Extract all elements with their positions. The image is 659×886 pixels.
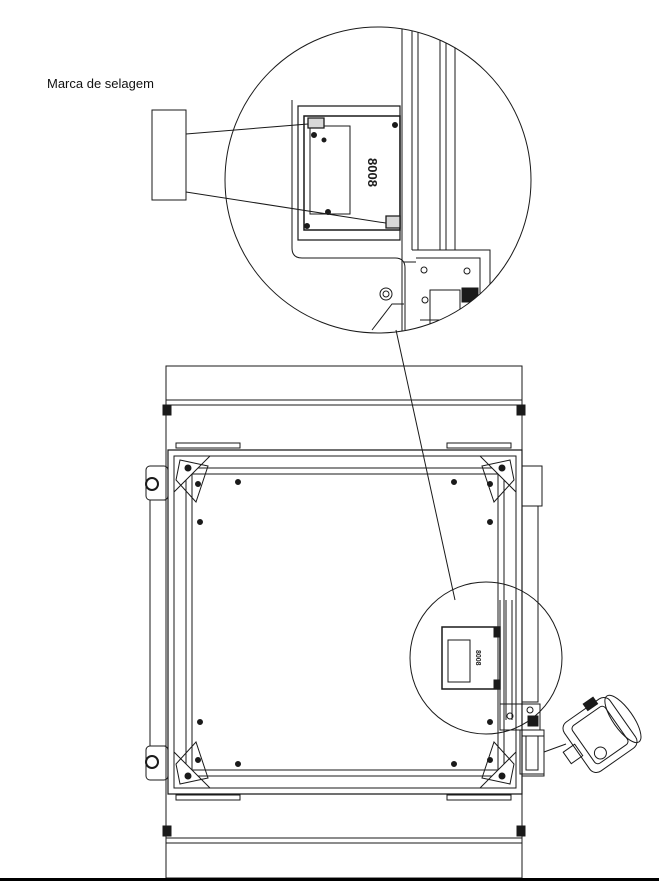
detail-leader-line	[396, 330, 455, 600]
detail-text: 8008	[365, 158, 380, 187]
bottom-rule	[0, 878, 659, 881]
scale-frame	[163, 366, 525, 878]
seal-mark-label: Marca de selagem	[47, 76, 154, 91]
seal-callout-box	[152, 110, 392, 224]
small-detail-circle	[410, 582, 562, 734]
junction-box	[500, 704, 566, 774]
load-plate	[168, 450, 522, 794]
small-detail-text: 8008	[474, 650, 481, 666]
right-rail	[522, 466, 544, 776]
left-feet	[146, 466, 168, 780]
indicator-head	[547, 685, 648, 783]
